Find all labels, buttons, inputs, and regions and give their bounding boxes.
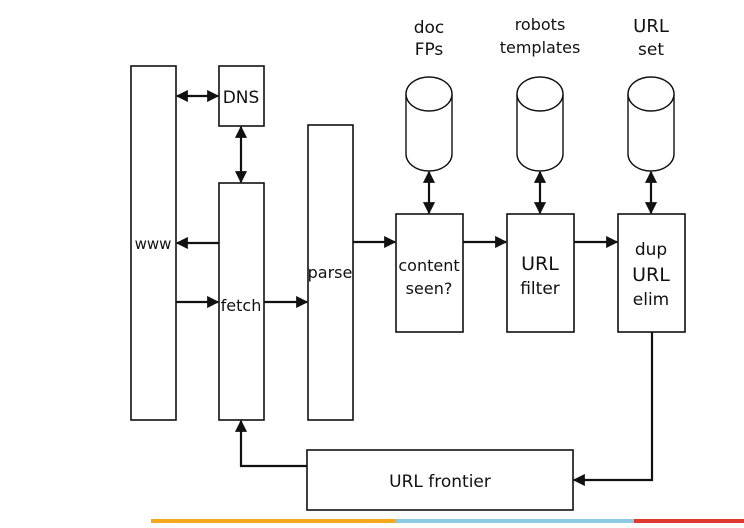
robots-templates-store [516, 76, 564, 172]
footer-bar-orange [151, 519, 396, 523]
doc-fps-label-line1: doc [414, 18, 445, 38]
www-label: www [135, 235, 172, 253]
doc-fps-store [405, 76, 453, 172]
footer-bar-blue [396, 519, 634, 523]
dup-url-elim-label-line1: dup [635, 240, 667, 260]
parse-box [307, 124, 354, 421]
doc-fps-label-line2: FPs [415, 40, 444, 60]
robots-templates-label-line1: robots [515, 15, 566, 34]
dup-url-elim-label-line3: elim [633, 290, 669, 310]
parse-label: parse [308, 263, 353, 282]
url-set-store [627, 76, 675, 172]
url-filter-label-line2: filter [520, 279, 560, 299]
robots-templates-label-line2: templates [500, 38, 581, 57]
fetch-label: fetch [221, 296, 262, 315]
content-seen-label-line1: content [398, 256, 459, 275]
dup-url-elim-label-line2: URL [632, 264, 670, 286]
url-frontier-box [306, 449, 574, 511]
url-frontier-label: URL frontier [389, 472, 491, 492]
frontier-to-fetch-arrow [234, 419, 307, 468]
content-seen-label-line2: seen? [406, 279, 453, 298]
content-seen-box [395, 213, 464, 333]
url-filter-label-line1: URL [521, 253, 559, 275]
dns-label: DNS [223, 88, 260, 108]
url-set-label-line1: URL [633, 16, 669, 37]
dns-box [218, 65, 265, 127]
footer-bar-red [634, 519, 744, 523]
url-set-label-line2: set [638, 40, 664, 60]
dup-elim-to-frontier-arrow [572, 332, 654, 487]
url-filter-box [506, 213, 575, 333]
www-box [130, 65, 177, 421]
